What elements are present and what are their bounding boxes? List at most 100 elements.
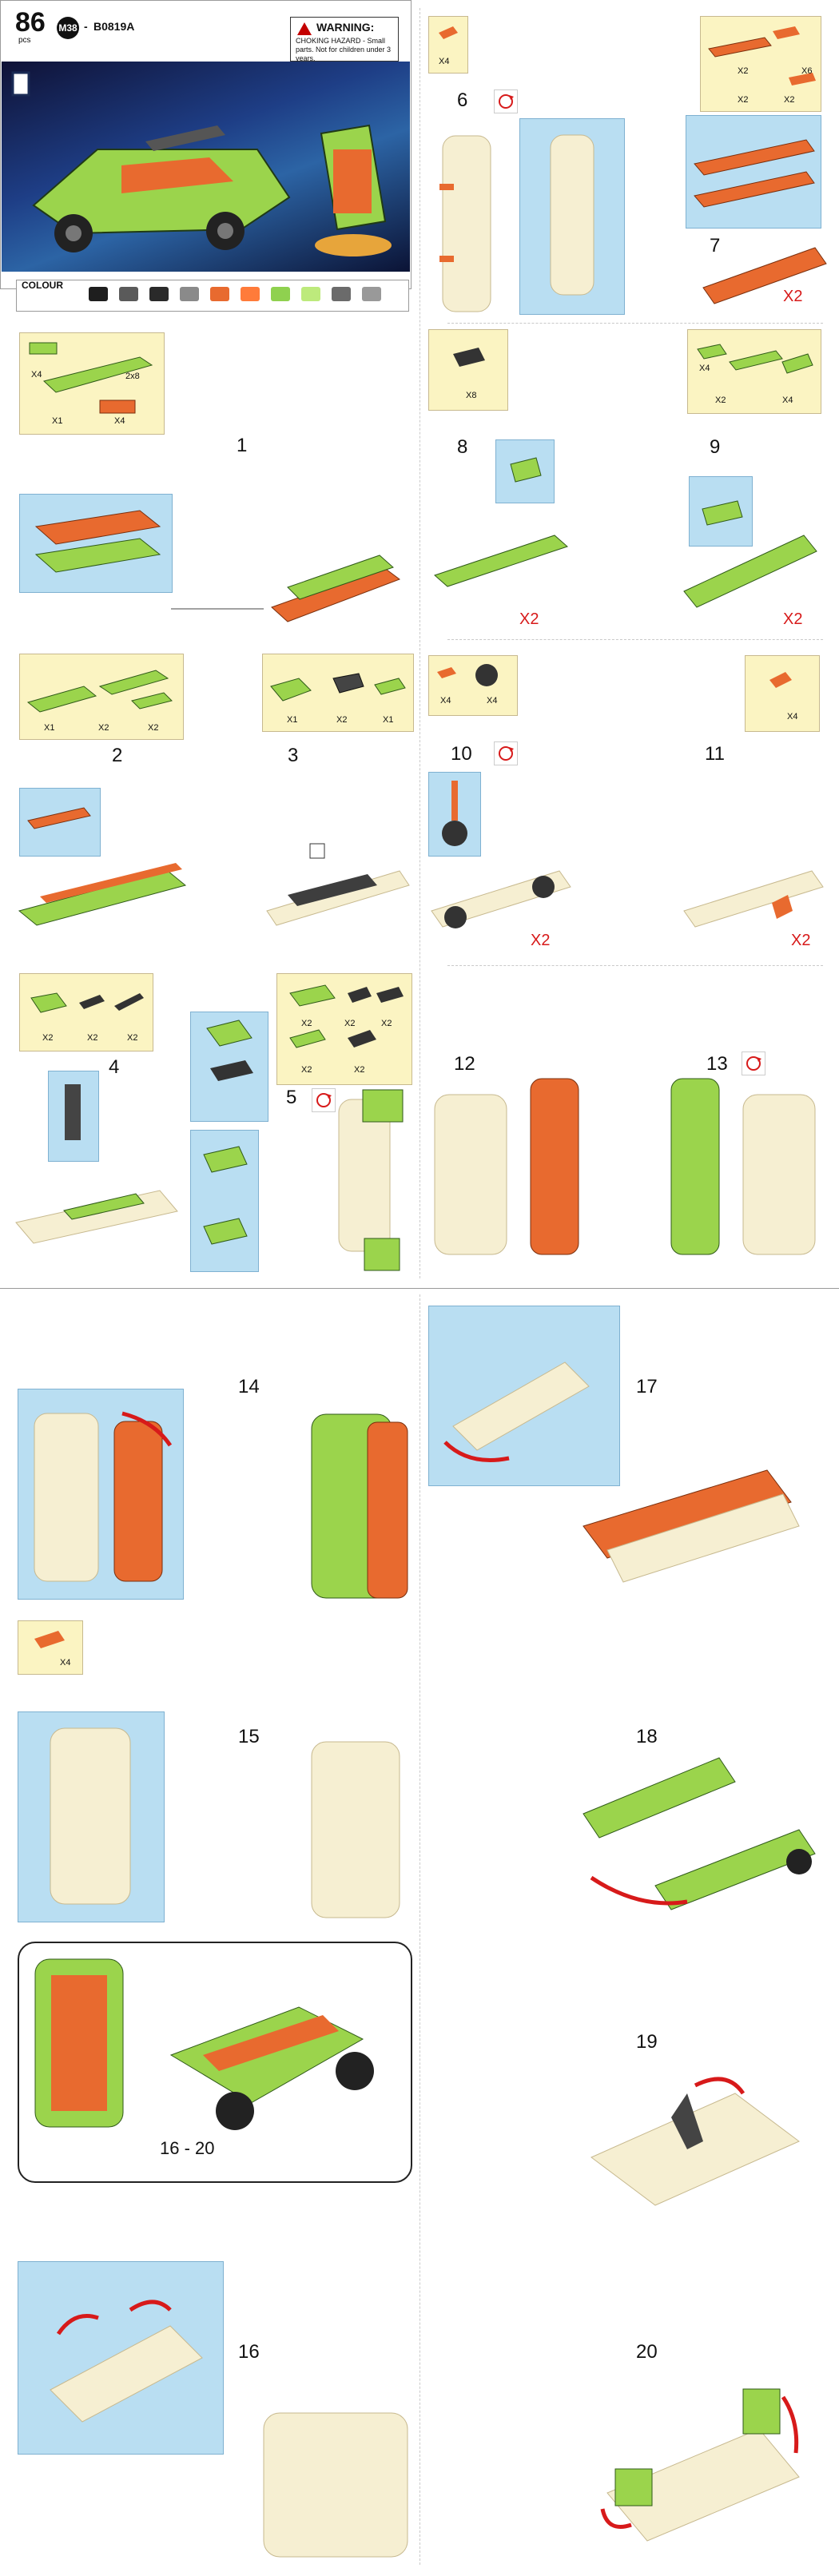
parts-art-step6	[439, 26, 458, 39]
assembly-art-step8	[510, 457, 542, 483]
qty-x2-step5d: X2	[301, 1065, 312, 1075]
step16-result-art	[263, 2412, 408, 2558]
step13-art	[670, 1078, 816, 1255]
assembly-art-step14	[34, 1411, 173, 1582]
colour-legend: COLOUR	[16, 280, 409, 312]
assembly-art-step5b	[203, 1146, 248, 1245]
qty-x2-step5e: X2	[354, 1065, 365, 1075]
parts-box-step15: X4	[18, 1620, 83, 1675]
step-10-number: 10	[451, 743, 472, 765]
assembly-box-step1	[19, 494, 173, 593]
qty-x2-step5c: X2	[381, 1019, 392, 1028]
step19-art	[590, 2077, 800, 2206]
step17-result-art	[583, 1469, 800, 1583]
qty-size-2x8: 2x8	[125, 372, 140, 381]
swatch-4	[180, 287, 199, 301]
page-divider	[0, 1288, 839, 1289]
step-8-number: 8	[457, 436, 468, 458]
warning-title: WARNING:	[316, 21, 375, 34]
step-17-number: 17	[636, 1376, 658, 1397]
parts-box-step2: X1 X2 X2	[19, 654, 184, 740]
step-6-number: 6	[457, 89, 468, 111]
qty-x4-step6: X4	[439, 57, 450, 66]
rotate-icon-step5	[312, 1088, 336, 1112]
qty-x1-step2: X1	[44, 723, 55, 733]
qty-x2-step2a: X2	[98, 723, 109, 733]
assembly-box-step15	[18, 1711, 165, 1922]
rotate-icon-step10	[494, 741, 518, 765]
parts-art-step11	[769, 672, 792, 688]
qty-x4-b: X4	[114, 416, 125, 426]
parts-art-step2	[26, 670, 173, 713]
step15-result-art	[311, 1741, 400, 1918]
step-20-number: 20	[636, 2341, 658, 2363]
assembly-art-step4	[65, 1084, 81, 1140]
step20-art	[600, 2388, 800, 2542]
step2-3-result-art	[18, 843, 410, 926]
warning-text: CHOKING HAZARD - Small parts. Not for ch…	[296, 37, 392, 62]
assembly-art-step1	[34, 510, 161, 573]
assembly-art-step15	[50, 1727, 131, 1905]
qty-x1-step3b: X1	[383, 715, 394, 725]
assembly-art-step17	[443, 1362, 590, 1462]
assembly-art-step7	[694, 139, 815, 208]
parts-box-step6: X4	[428, 16, 468, 74]
qty-x1-step3a: X1	[287, 715, 298, 725]
swatch-5	[210, 287, 229, 301]
qty-x4-step15: X4	[60, 1658, 71, 1668]
repeat-x2-step11: X2	[791, 932, 811, 949]
swatch-10	[362, 287, 381, 301]
step-3-number: 3	[288, 745, 299, 766]
assembly-art-step5a	[206, 1020, 253, 1081]
rotate-icon-step6	[494, 89, 518, 113]
step-4-number: 4	[109, 1056, 120, 1078]
step-12-number: 12	[454, 1053, 475, 1075]
step11-result-art	[683, 870, 824, 928]
parts-art-step4	[30, 992, 144, 1013]
cover-vehicle-art	[11, 71, 392, 256]
rotate-arrow-icon	[499, 746, 514, 761]
qty-x4-step9b: X4	[782, 396, 793, 405]
qty-x4-step11: X4	[787, 712, 798, 722]
step10-result-art	[431, 870, 571, 928]
step-15-number: 15	[238, 1726, 260, 1747]
assembly-box-step16	[18, 2261, 224, 2455]
assembly-box-step10	[428, 772, 481, 857]
parts-box-step1: X4 2x8 X1 X4	[19, 332, 165, 435]
pieces-count: 86	[15, 7, 46, 38]
qty-x1: X1	[52, 416, 63, 426]
assembly-box-step4	[48, 1071, 99, 1162]
preview-art-16-20	[34, 1958, 374, 2130]
step6-result-art	[439, 135, 491, 312]
parts-box-step7: X2 X6 X2 X2	[700, 16, 821, 112]
repeat-x2-step9: X2	[783, 610, 803, 628]
qty-x2-step9: X2	[715, 396, 726, 405]
step-11-number: 11	[705, 743, 725, 765]
qty-x2-step4b: X2	[87, 1033, 98, 1043]
model-badge: M38	[57, 17, 79, 39]
steps-range-label: 16 - 20	[160, 2138, 215, 2158]
assembly-box-step6	[519, 118, 625, 315]
qty-x2-step4a: X2	[42, 1033, 54, 1043]
assembly-box-step2	[19, 788, 101, 857]
swatch-2	[119, 287, 138, 301]
row-separator-2	[447, 639, 823, 640]
swatch-1	[89, 287, 108, 301]
set-separator: -	[84, 20, 88, 33]
qty-x4-step10a: X4	[440, 696, 451, 706]
repeat-x2-step10: X2	[531, 932, 551, 949]
parts-art-step3	[270, 673, 406, 702]
swatch-7	[271, 287, 290, 301]
parts-art-step10	[437, 664, 498, 686]
step-2-number: 2	[112, 745, 123, 766]
row-separator-3	[447, 965, 823, 966]
parts-box-step3: X1 X2 X1	[262, 654, 414, 732]
parts-box-step5: X2 X2 X2 X2 X2	[276, 973, 412, 1085]
qty-x4-a: X4	[31, 370, 42, 380]
step8-result-art	[434, 535, 568, 587]
step-13-number: 13	[706, 1053, 728, 1075]
warning-box: WARNING: CHOKING HAZARD - Small parts. N…	[290, 17, 399, 62]
assembly-art-step6	[550, 134, 594, 296]
step-18-number: 18	[636, 1726, 658, 1747]
step18-art	[583, 1757, 816, 1910]
